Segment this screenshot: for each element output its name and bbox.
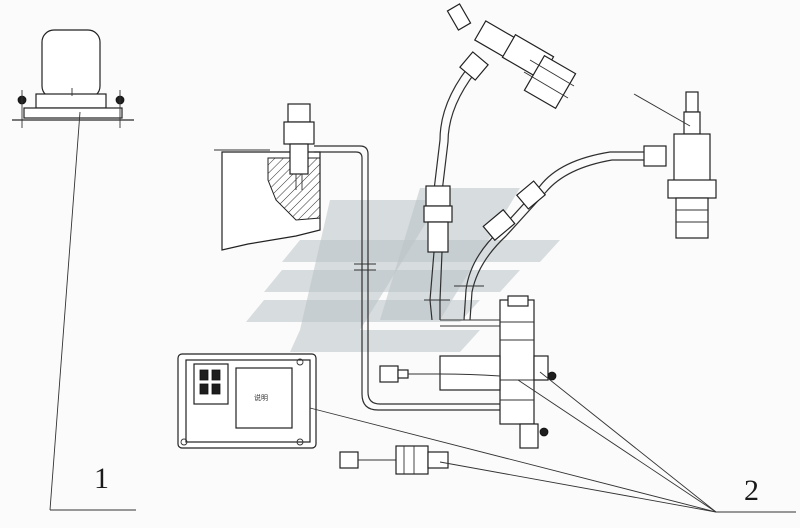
pipe-left (314, 145, 500, 411)
callout-2-leader (309, 371, 796, 513)
ecu-label: 说明 (254, 393, 268, 402)
callout-number-1: 1 (94, 462, 109, 495)
block-sensor (283, 103, 315, 190)
pipe-center (423, 51, 489, 321)
engine-block-section (214, 149, 321, 251)
lower-cable-sensor (339, 445, 449, 475)
callout-1-leader (49, 111, 136, 511)
wire-connector-upper (379, 365, 501, 383)
part-1-relay-unit (12, 29, 134, 128)
lower-bracket-manifold (439, 295, 557, 449)
right-sensor (633, 91, 717, 239)
bolt-icon (547, 371, 557, 381)
callout-number-2: 2 (744, 474, 759, 507)
top-injector (446, 3, 577, 110)
bolt-icon (539, 427, 549, 437)
pipe-right (454, 151, 644, 321)
watermark-logo (246, 188, 560, 352)
ecu-module: 说明 (177, 353, 317, 449)
